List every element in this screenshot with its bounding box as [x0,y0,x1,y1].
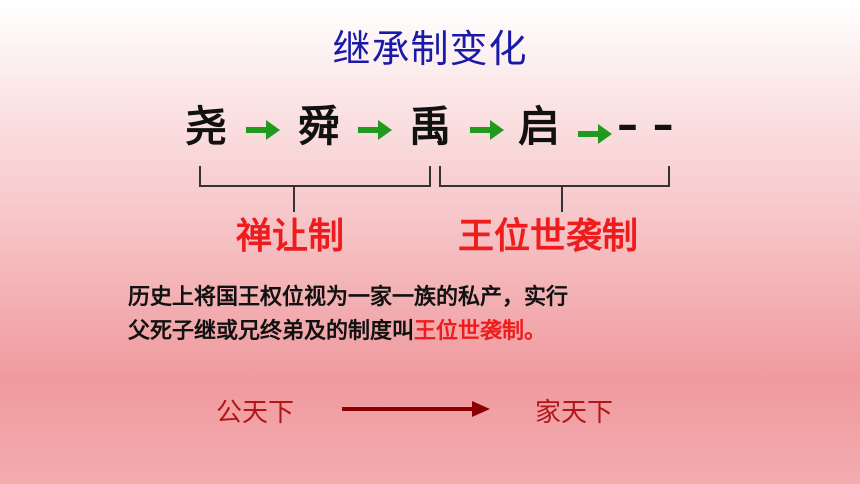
gongtianxia-label: 公天下 [216,398,295,428]
ruler-continuation: – – [617,100,674,149]
long-arrow-right-icon [342,401,490,417]
arrow-right-icon [578,124,612,144]
arrow-right-icon [246,120,280,140]
ruler-shun: 舜 [298,102,341,151]
label-shanrang: 禅让制 [236,216,345,257]
definition-highlight: 王位世袭制 [414,319,525,344]
label-shixi: 王位世袭制 [458,216,639,257]
arrow-right-icon [470,120,504,140]
definition-text: 历史上将国王权位视为一家一族的私产，实行 父死子继或兄终弟及的制度叫王位世袭制。 [128,281,748,349]
ruler-yao: 尧 [185,102,228,151]
ruler-yu: 禹 [409,102,452,151]
arrow-right-icon [358,120,392,140]
definition-suffix: 。 [524,319,547,344]
page-title: 继承制变化 [332,27,528,71]
definition-line-1: 历史上将国王权位视为一家一族的私产，实行 [128,285,569,310]
definition-line-2-prefix: 父死子继或兄终弟及的制度叫 [128,319,415,344]
jiatianxia-label: 家天下 [535,398,614,428]
definition-line-2: 父死子继或兄终弟及的制度叫王位世袭制。 [128,315,748,349]
ruler-qi: 启 [518,102,561,151]
